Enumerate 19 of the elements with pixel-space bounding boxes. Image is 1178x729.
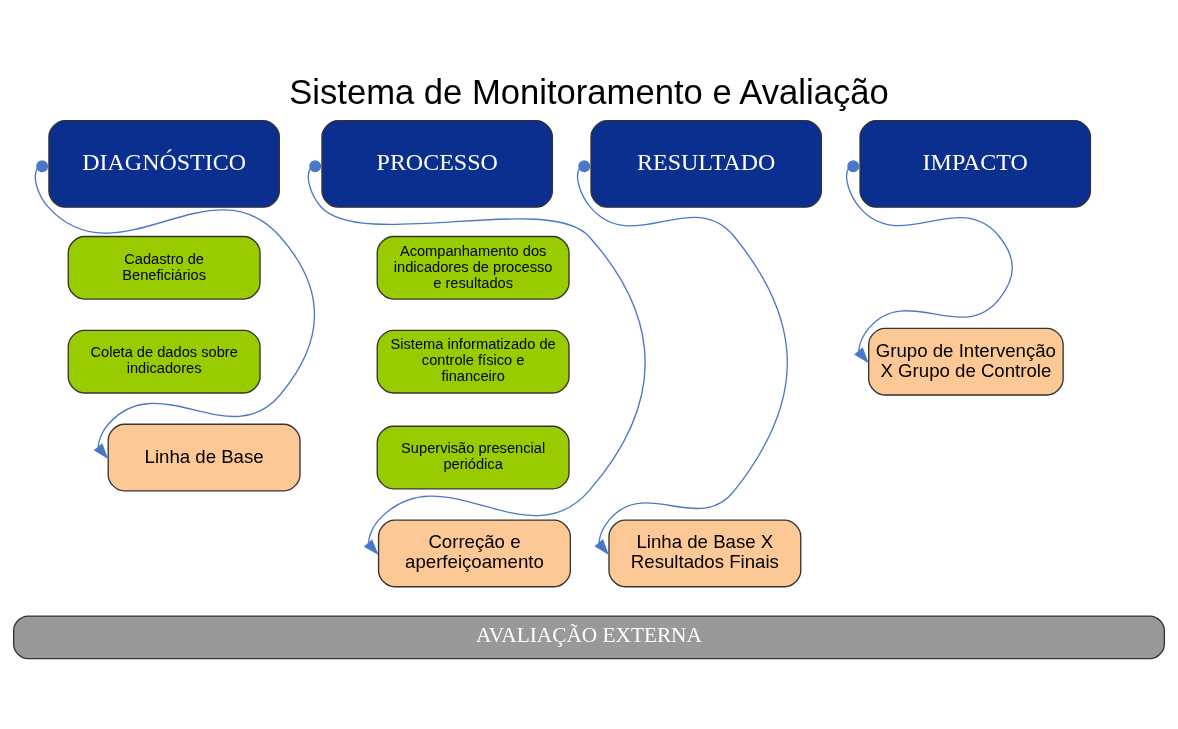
node-box: Linha de Base [107,423,301,492]
diagram-title: Sistema de Monitoramento e Avaliação [289,72,889,111]
node-box: PROCESSO [321,119,554,208]
node-box: IMPACTO [859,119,1092,208]
node-box: Linha de Base X Resultados Finais [608,519,802,587]
arrow [307,159,646,555]
node-box: Cadastro de Beneficiários [67,235,261,300]
arrow [34,159,316,459]
node-box: DIAGNÓSTICO [48,119,280,208]
node-box: Supervisão presencial periódica [376,425,570,490]
node-box: RESULTADO [590,119,823,208]
node-box: AVALIAÇÃO EXTERNA [12,614,1166,659]
arrow [576,159,788,555]
node-box: Grupo de Intervenção X Grupo de Controle [868,327,1064,396]
node-box: Correção e aperfeiçoamento [377,519,571,587]
arrow [845,159,1013,363]
node-box: Coleta de dados sobre indicadores [67,329,261,394]
node-box: Sistema informatizado de controle físico e financeiro [376,329,570,394]
node-box: Acompanhamento dos indicadores de processo e resultados [376,235,570,300]
